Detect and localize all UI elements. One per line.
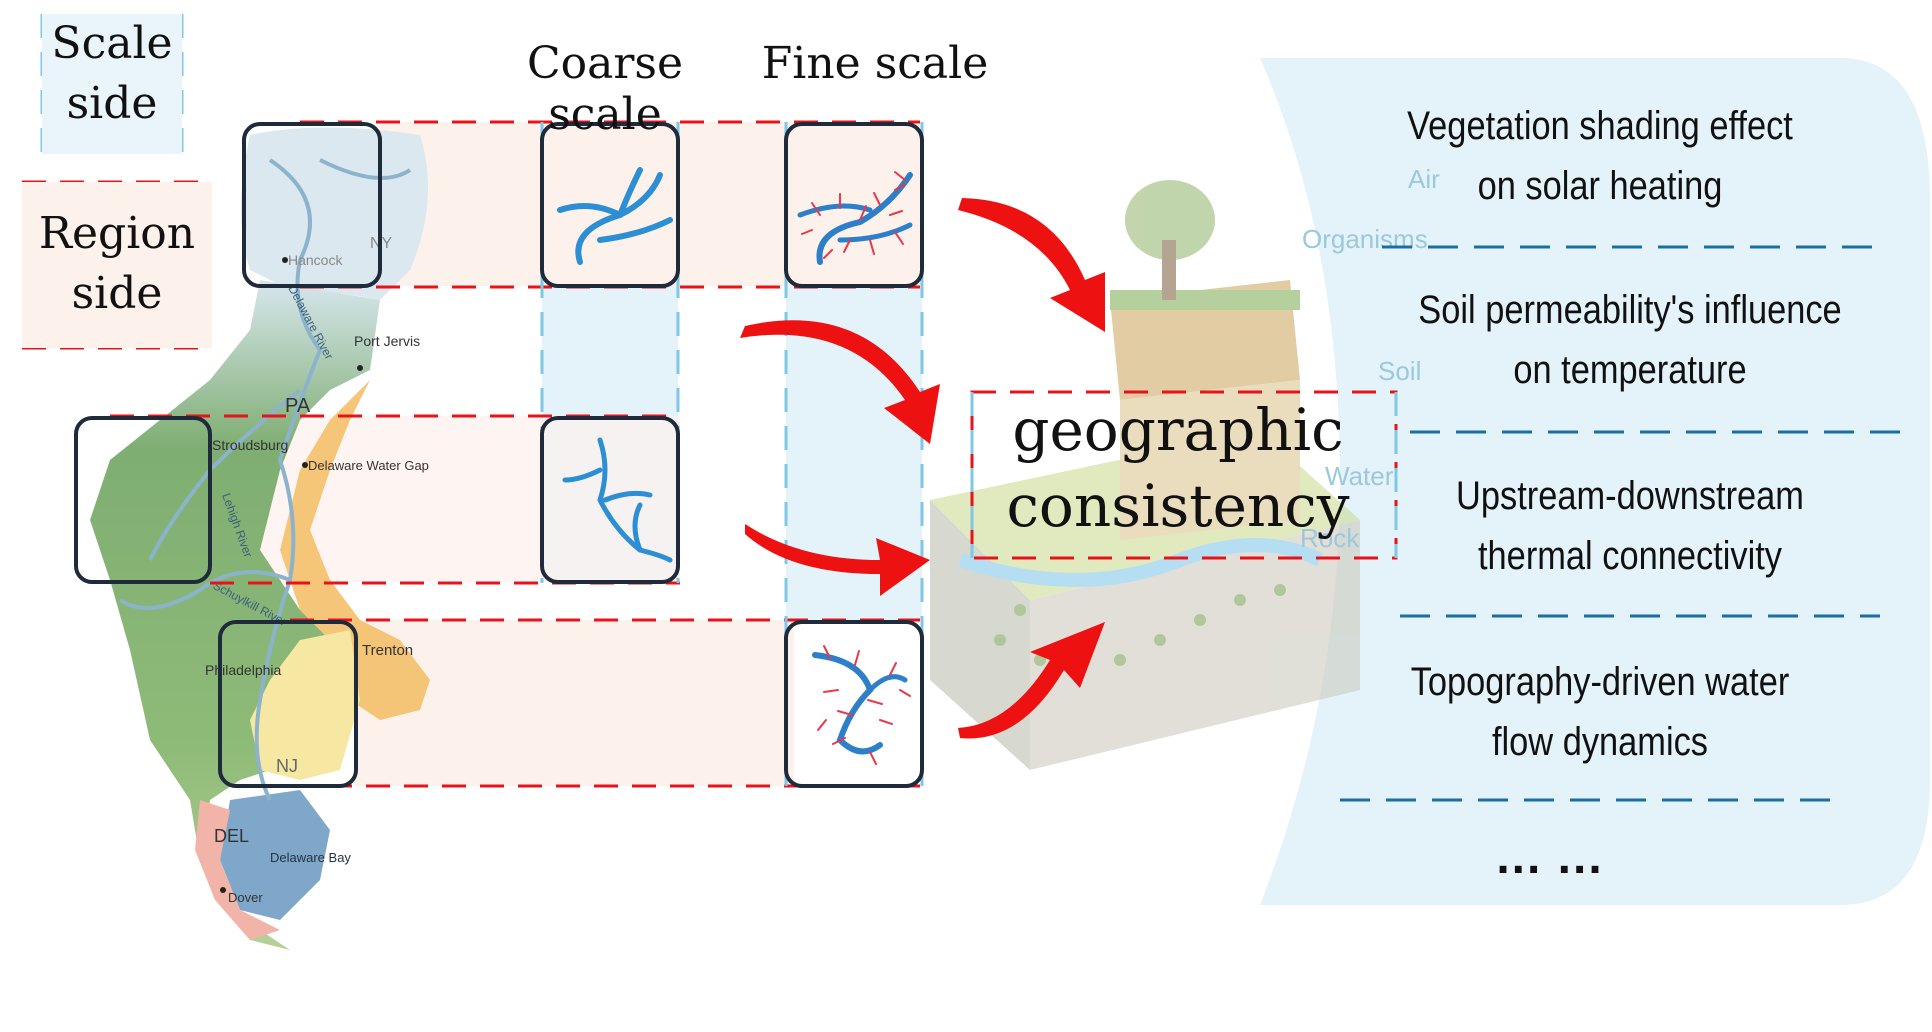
factor-1-line-1: Vegetation shading effect xyxy=(1407,104,1793,148)
region-band-1 xyxy=(380,122,920,286)
scale-side-label: Scale side xyxy=(42,14,182,154)
map-label-delaware-bay: Delaware Bay xyxy=(270,850,351,865)
factor-4-line-2: flow dynamics xyxy=(1491,720,1709,764)
geographic-consistency-label: geographic consistency xyxy=(968,392,1388,544)
map-label-trenton: Trenton xyxy=(362,642,413,659)
factor-4-line-1: Topography-driven water xyxy=(1410,660,1790,704)
map-label-stroudsburg: Stroudsburg xyxy=(212,437,288,453)
more-factors-ellipsis: ... ... xyxy=(1496,831,1604,884)
map-nj xyxy=(250,630,360,780)
factor-1-line-2: on solar heating xyxy=(1477,164,1723,208)
eco-label-rock: Rock xyxy=(1300,523,1360,553)
eco-label-water: Water xyxy=(1325,461,1394,491)
eco-label-soil: Soil xyxy=(1378,356,1421,386)
fine-river-lower xyxy=(812,645,911,765)
coarse-river-upper xyxy=(557,167,673,265)
factor-3-line-1: Upstream-downstream xyxy=(1456,474,1804,518)
arrow-4 xyxy=(958,622,1105,739)
flow-arrows xyxy=(740,198,1105,739)
scale-side-line-1: Scale xyxy=(51,18,173,69)
map-del xyxy=(195,800,280,940)
ecosystem-illustration xyxy=(930,180,1360,770)
factor-2-line-2: on temperature xyxy=(1513,348,1747,392)
factor-separators xyxy=(1340,245,1900,802)
map-label-water-gap: Delaware Water Gap xyxy=(308,458,429,473)
map-label-philadelphia: Philadelphia xyxy=(205,662,281,678)
factor-water-flow: Topography-driven water flow dynamics xyxy=(1368,652,1832,772)
map-delaware-bay xyxy=(220,790,330,920)
gc-line-1: geographic xyxy=(1012,396,1344,464)
map-label-nj: NJ xyxy=(276,756,298,776)
eco-label-organisms: Organisms xyxy=(1302,224,1428,254)
factor-2-line-1: Soil permeability's influence xyxy=(1418,288,1842,332)
factor-panel xyxy=(1260,58,1930,905)
map-label-pa: PA xyxy=(285,395,311,417)
region-side-label: Region side xyxy=(22,182,212,348)
map-label-del: DEL xyxy=(214,826,249,846)
region-side-line-1: Region xyxy=(38,208,196,259)
map-cities xyxy=(220,257,363,893)
coarse-scale-title: Coarse scale xyxy=(526,38,684,140)
selection-boxes xyxy=(74,122,924,788)
fine-river-upper xyxy=(797,171,913,265)
ecosystem-labels: Air Organisms Soil Water Rock xyxy=(1300,164,1440,553)
map-upper-ny xyxy=(241,127,428,300)
delaware-basin-map: Hancock NY Delaware River Port Jervis PA… xyxy=(90,127,430,950)
coarse-river-middle xyxy=(562,437,673,563)
region-side-line-2: side xyxy=(71,268,163,319)
factor-soil-permeability: Soil permeability's influence on tempera… xyxy=(1381,280,1880,400)
arrow-1 xyxy=(958,198,1105,332)
factor-3-line-2: thermal connectivity xyxy=(1477,534,1782,578)
arrow-3 xyxy=(745,524,930,596)
map-east-orange xyxy=(280,380,430,720)
map-label-hancock: Hancock xyxy=(288,252,343,268)
factor-thermal-connectivity: Upstream-downstream thermal connectivity xyxy=(1398,466,1862,586)
fine-scale-title: Fine scale xyxy=(761,38,989,89)
scale-side-line-2: side xyxy=(66,78,158,129)
arrow-2 xyxy=(740,320,940,444)
eco-label-air: Air xyxy=(1408,164,1440,194)
map-label-dover: Dover xyxy=(228,890,263,905)
region-band-3 xyxy=(354,620,794,786)
map-body xyxy=(90,280,380,950)
map-label-port-jervis: Port Jervis xyxy=(354,333,420,349)
gc-line-2: consistency xyxy=(1006,472,1350,540)
factor-vegetation-shading: Vegetation shading effect on solar heati… xyxy=(1368,96,1832,216)
map-rivers xyxy=(118,158,412,801)
